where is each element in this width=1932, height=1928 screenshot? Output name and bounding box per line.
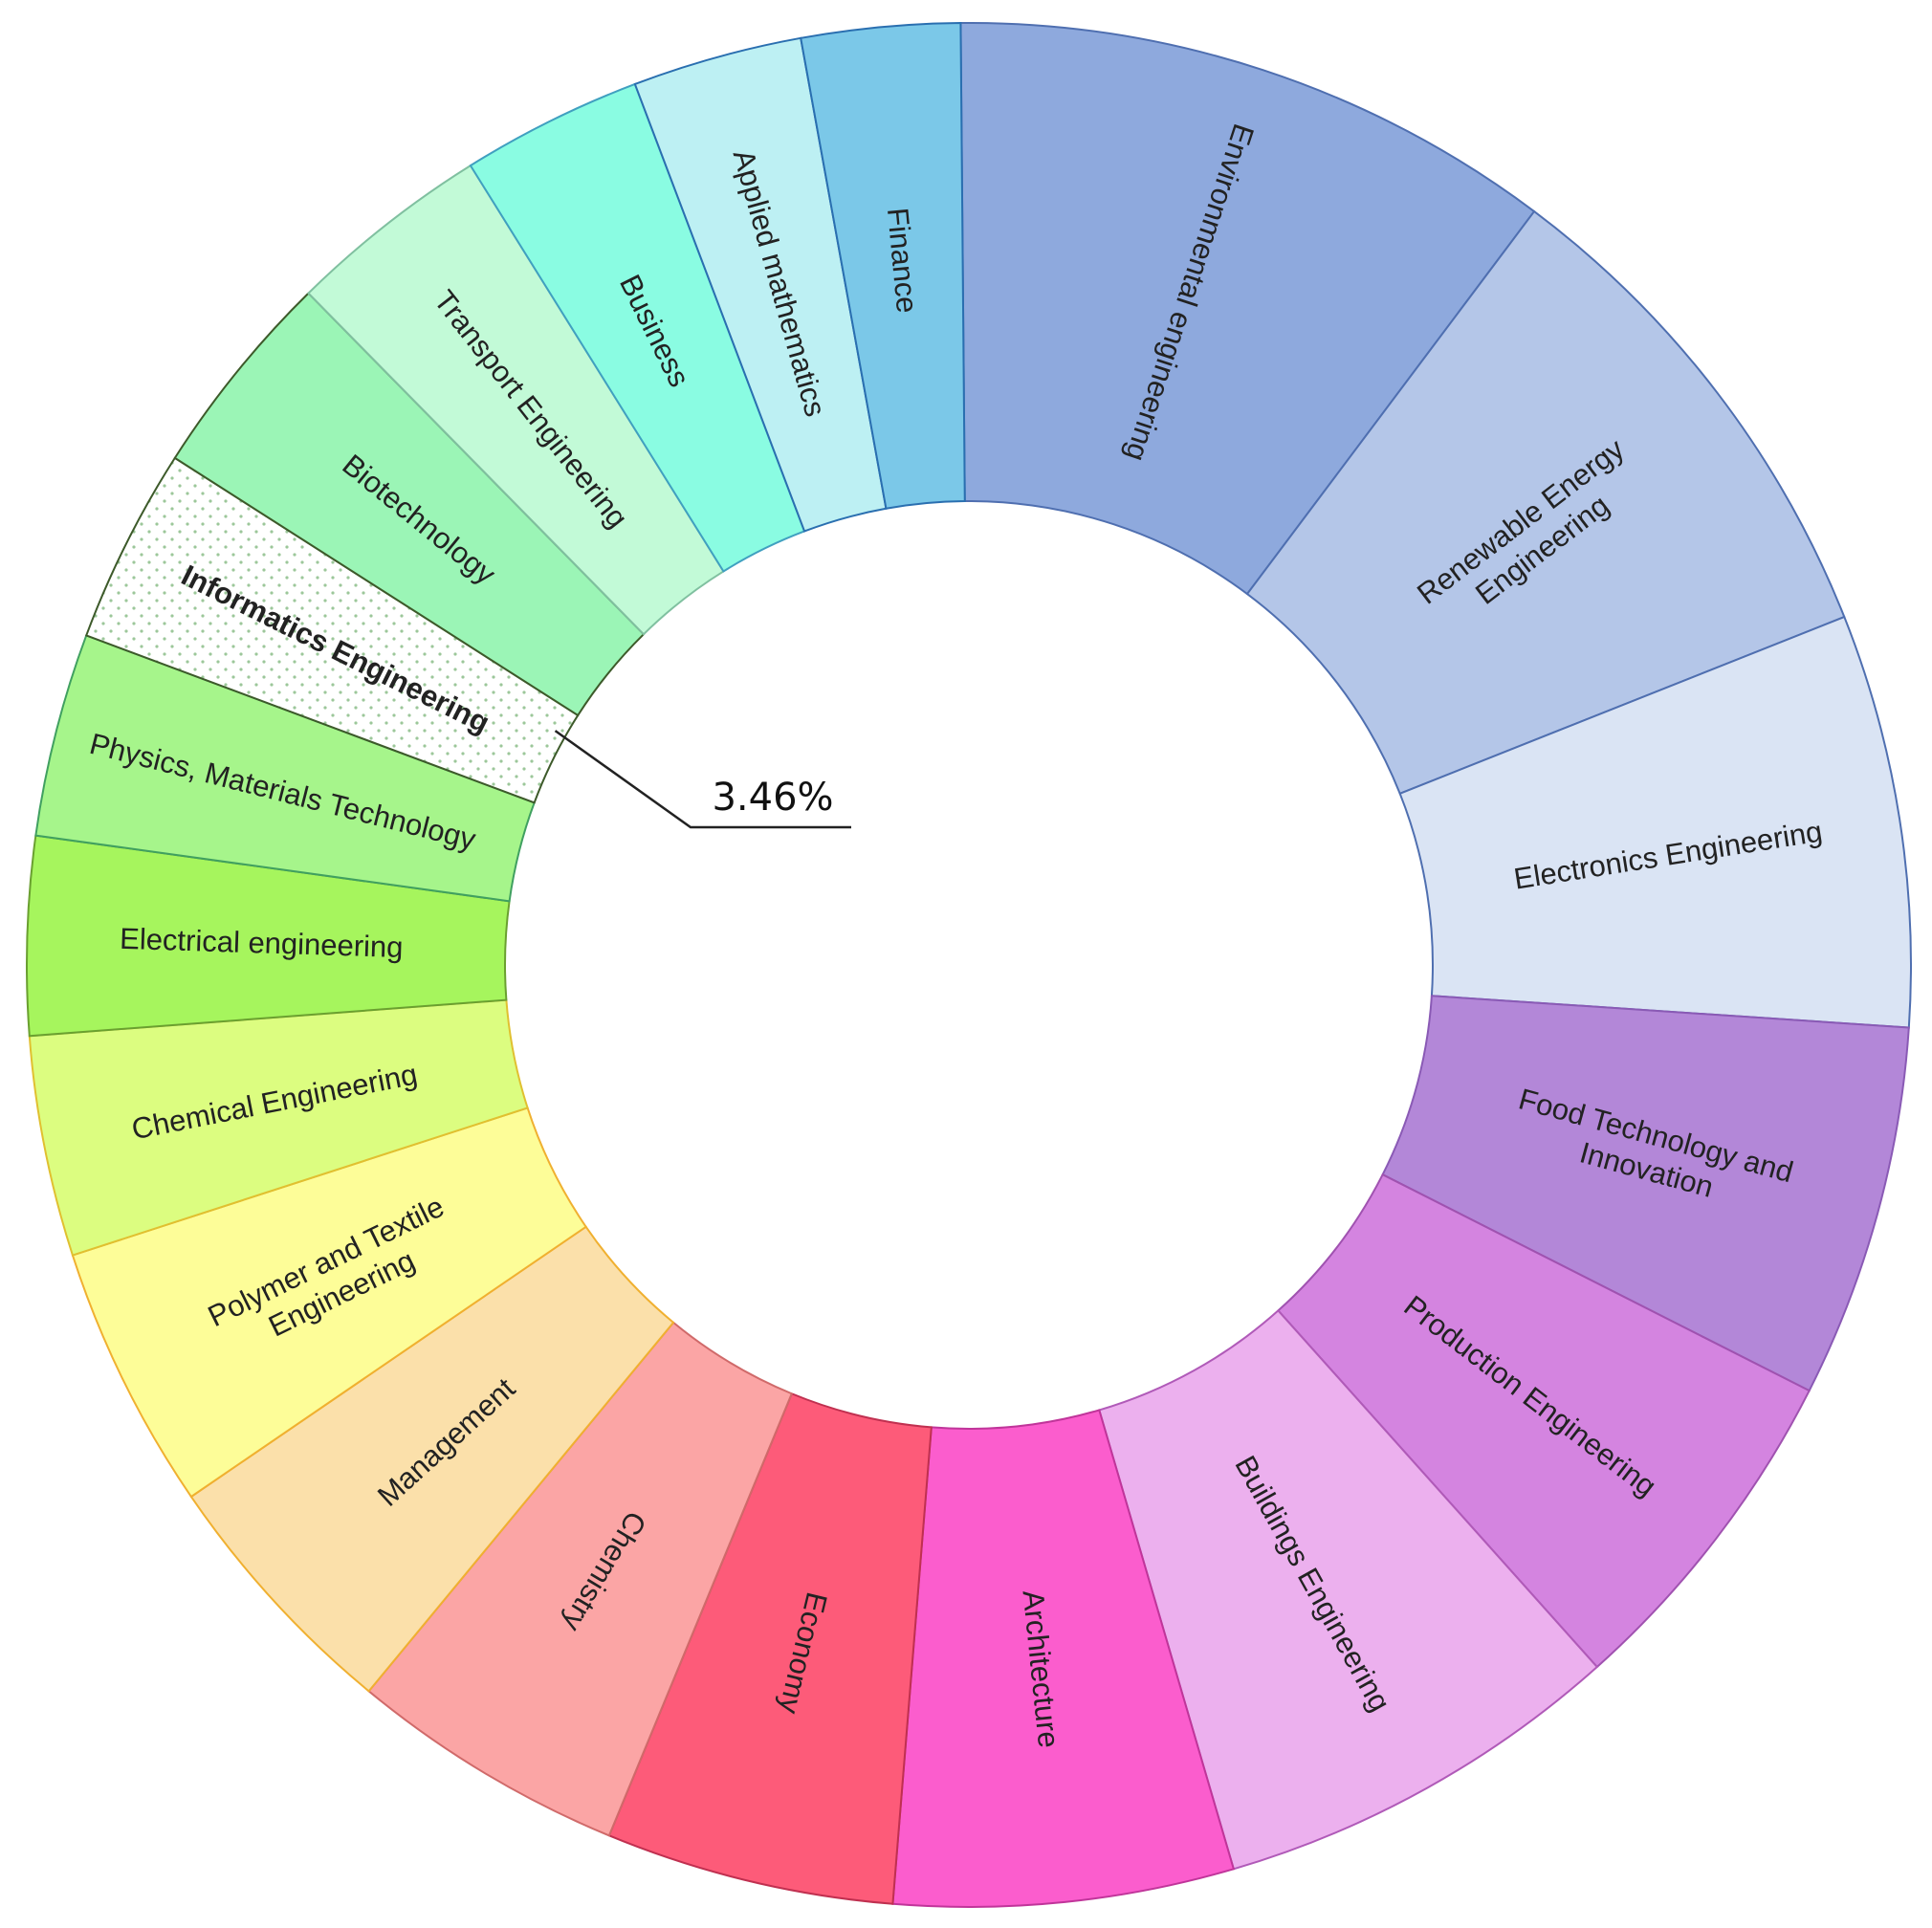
callout-leader-line [554, 730, 851, 829]
slice-finance [800, 22, 966, 510]
percentage-callout: 3.46% [554, 730, 851, 829]
slice-environmental-engineering [959, 22, 1536, 596]
callout-value: 3.46% [712, 776, 833, 820]
slice-production-engineering [1277, 1172, 1811, 1669]
slice-electronics-engineering [1398, 615, 1912, 1029]
slice-food-technology-and-innovation [1381, 995, 1910, 1392]
slice-buildings-engineering [1098, 1309, 1599, 1871]
slice-renewable-energy-engineering [1245, 209, 1846, 796]
donut-segments [26, 22, 1912, 1908]
